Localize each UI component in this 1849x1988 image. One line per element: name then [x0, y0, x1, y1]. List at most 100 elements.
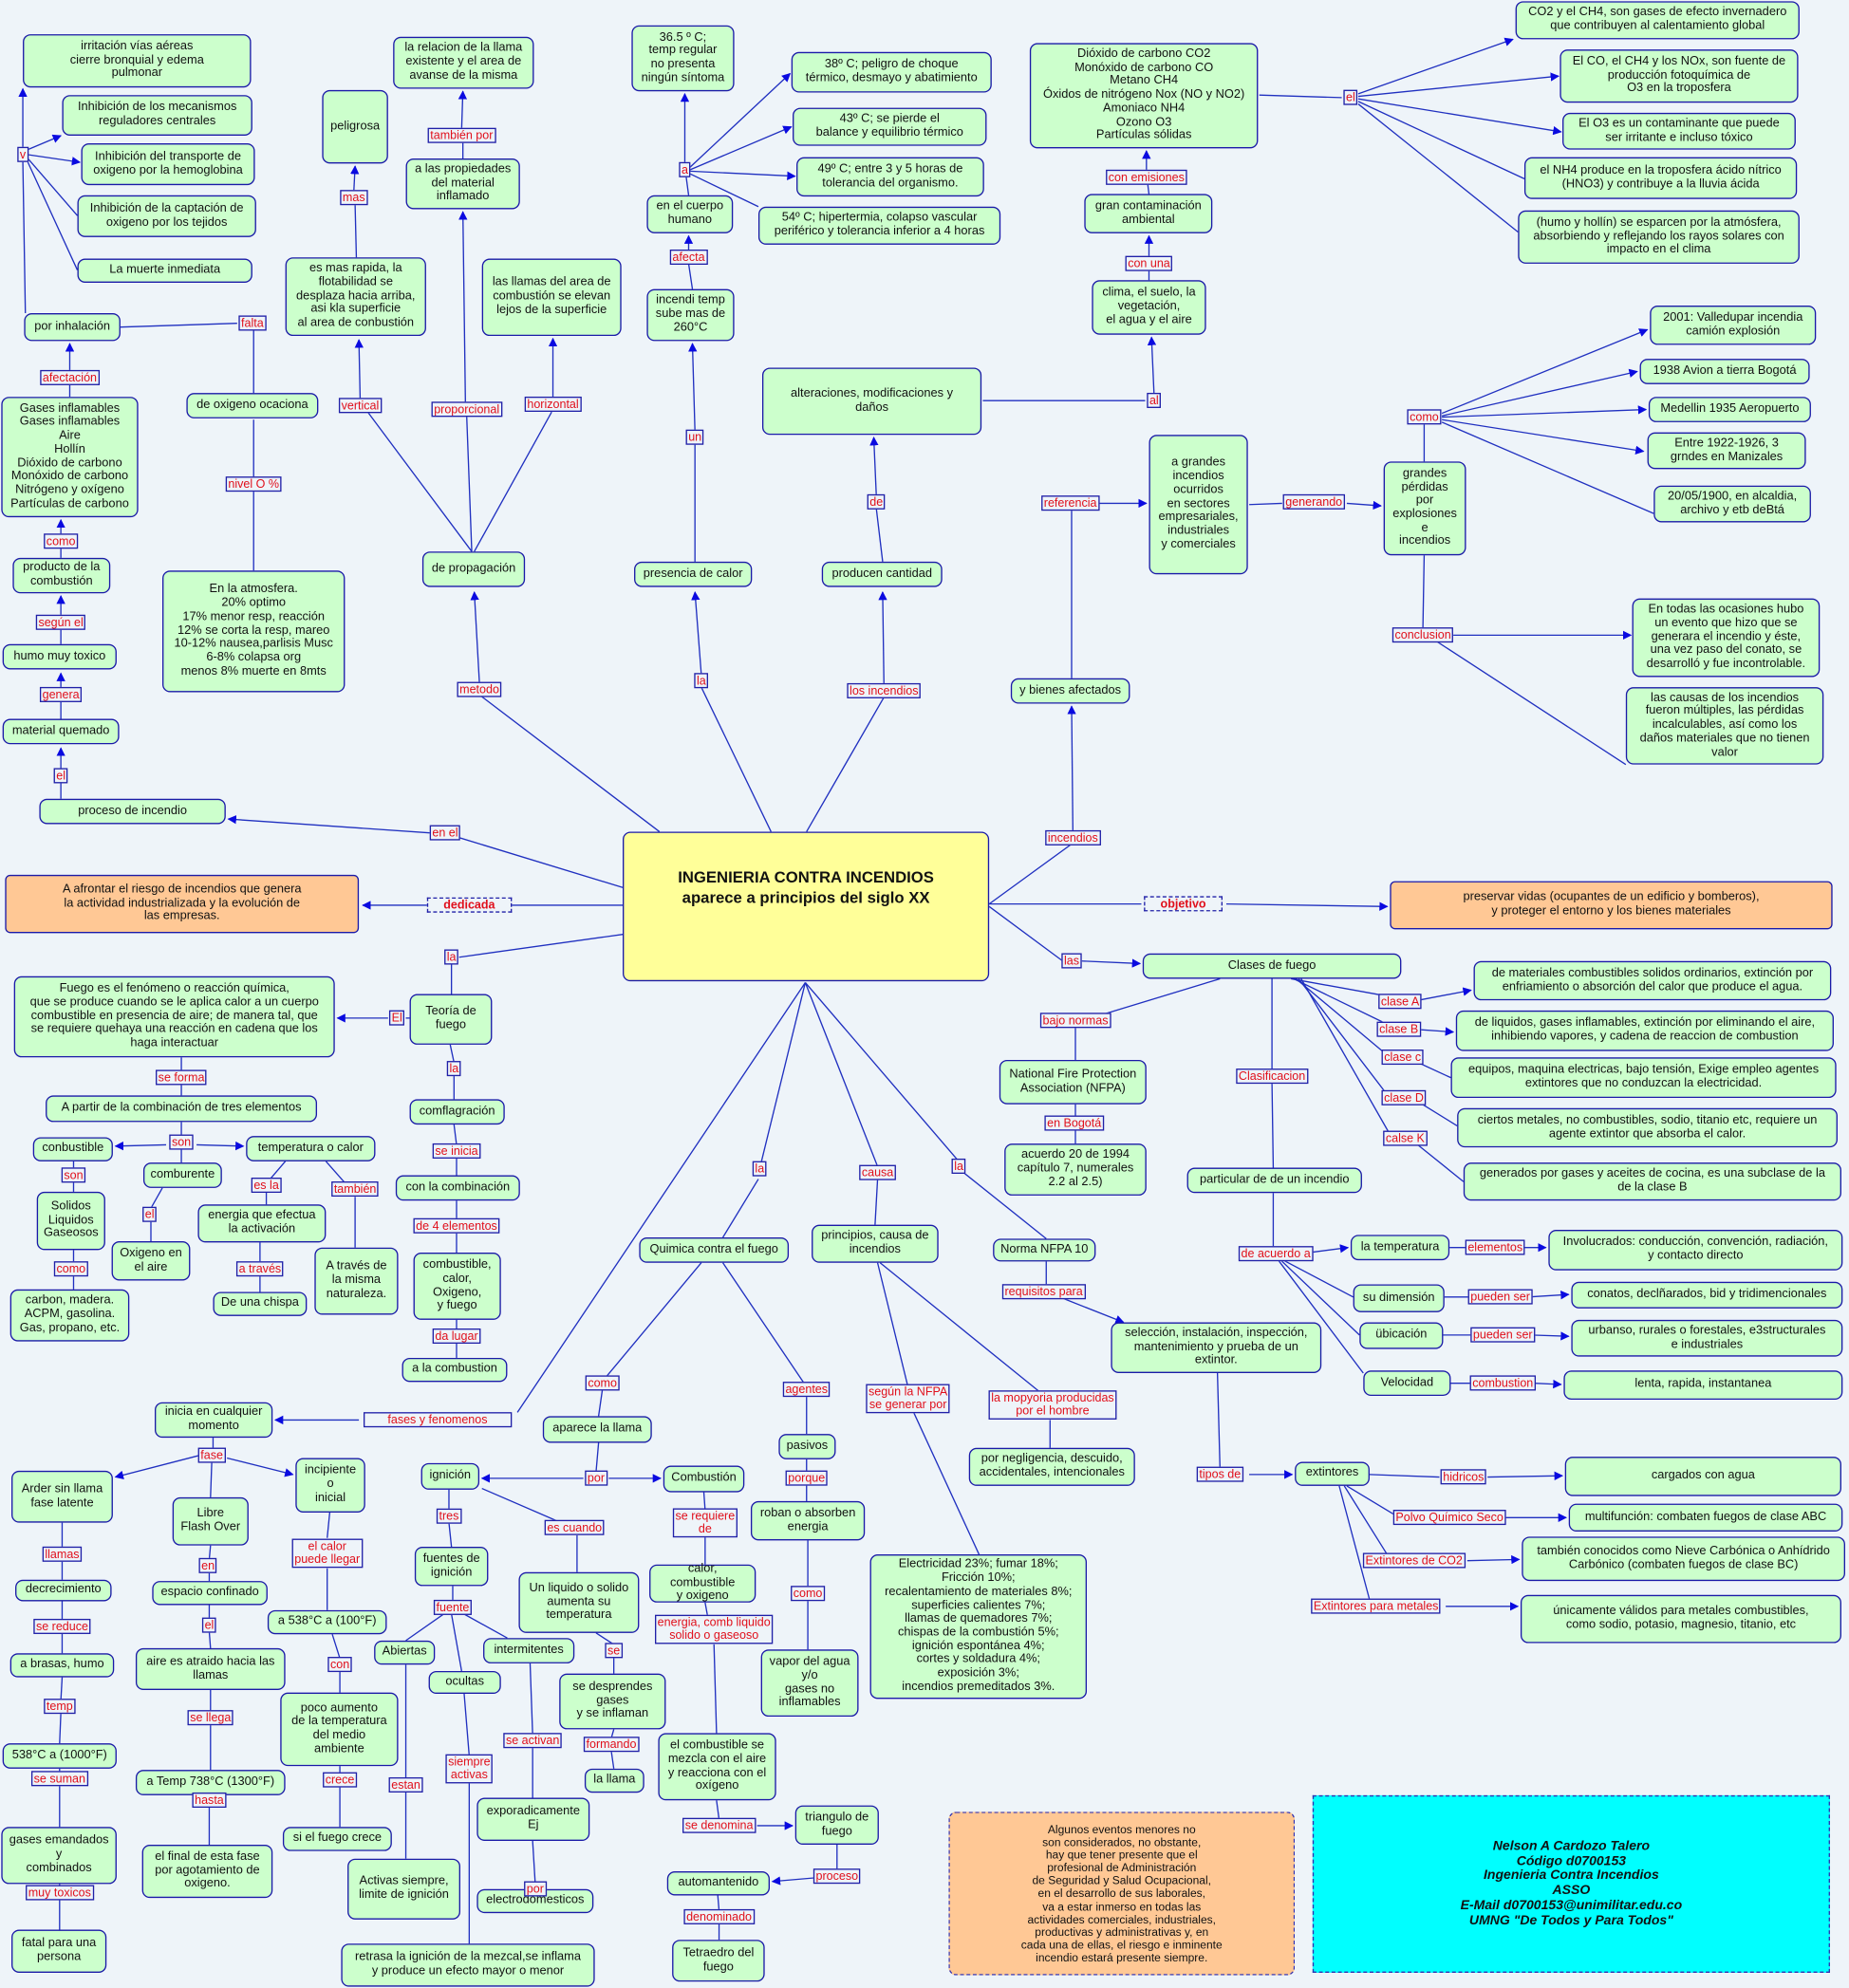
concept-node[interactable]: Norma NFPA 10: [993, 1238, 1096, 1262]
link-label[interactable]: de: [867, 493, 886, 511]
concept-node[interactable]: y bienes afectados: [1010, 678, 1130, 704]
concept-node[interactable]: Activas siempre, limite de ignición: [347, 1858, 460, 1920]
link-label[interactable]: proporcional: [431, 401, 502, 418]
concept-node[interactable]: En la atmosfera. 20% optimo 17% menor re…: [162, 570, 346, 693]
link-label[interactable]: nivel O %: [225, 476, 282, 492]
link-label[interactable]: Extintores de CO2: [1362, 1552, 1466, 1569]
concept-node[interactable]: incipiente o inicial: [295, 1458, 365, 1513]
concept-node[interactable]: de materiales combustibles solidos ordin…: [1473, 960, 1832, 1001]
concept-node[interactable]: comflagración: [409, 1099, 505, 1125]
author-info-box[interactable]: Nelson A Cardozo Talero Código d0700153 …: [1312, 1794, 1830, 1973]
concept-node[interactable]: las causas de los incendios fueron múlti…: [1625, 687, 1824, 765]
concept-node[interactable]: extintores: [1295, 1461, 1370, 1486]
link-label[interactable]: a través: [235, 1261, 284, 1277]
link-label[interactable]: proceso: [812, 1868, 861, 1885]
concept-node[interactable]: espacio confinado: [152, 1581, 268, 1606]
link-label[interactable]: siempre activas: [445, 1754, 494, 1783]
concept-node[interactable]: 20/05/1900, en alcaldia, archivo y etb d…: [1653, 485, 1811, 523]
concept-node[interactable]: Entre 1922-1926, 3 grndes en Manizales: [1647, 432, 1806, 470]
concept-node[interactable]: El CO, el CH4 y los NOx, son fuente de p…: [1560, 49, 1799, 103]
concept-node[interactable]: en el cuerpo humano: [646, 195, 734, 233]
concept-node[interactable]: si el fuego crece: [282, 1827, 392, 1851]
link-label[interactable]: la: [752, 1161, 767, 1178]
concept-node[interactable]: Libre Flash Over: [172, 1496, 249, 1546]
concept-node[interactable]: gases emandados y combinados: [1, 1827, 117, 1885]
concept-node[interactable]: intermitentes: [483, 1638, 575, 1663]
concept-node[interactable]: equipos, maquina electricas, bajo tensió…: [1450, 1057, 1837, 1099]
concept-node[interactable]: el final de esta fase por agotamiento de…: [141, 1844, 273, 1899]
concept-node[interactable]: Oxigeno en el aire: [111, 1241, 191, 1281]
concept-node[interactable]: proceso de incendio: [39, 798, 226, 825]
link-label[interactable]: Polvo Químico Seco: [1392, 1510, 1506, 1526]
concept-node[interactable]: por negligencia, descuido, accidentales,…: [968, 1447, 1135, 1486]
link-label[interactable]: temp: [44, 1699, 76, 1715]
link-label[interactable]: dedicada: [426, 897, 512, 914]
link-label[interactable]: requisitos para: [1001, 1284, 1086, 1300]
concept-node[interactable]: 1938 Avion a tierra Bogotá: [1639, 359, 1810, 384]
concept-node[interactable]: las llamas del area de combustión se ele…: [481, 258, 622, 337]
concept-node[interactable]: triangulo de fuego: [794, 1805, 879, 1845]
link-label[interactable]: como: [791, 1586, 826, 1602]
concept-node[interactable]: Medellin 1935 Aeropuerto: [1648, 397, 1811, 422]
concept-node[interactable]: producen cantidad: [821, 561, 943, 587]
concept-node[interactable]: la llama: [584, 1768, 644, 1793]
concept-node[interactable]: vapor del agua y/o gases no inflamables: [760, 1649, 859, 1718]
concept-node[interactable]: En todas las ocasiones hubo un evento qu…: [1632, 598, 1821, 678]
concept-node[interactable]: inicia en cualquier momento: [155, 1402, 273, 1439]
concept-node[interactable]: humo muy toxico: [2, 643, 117, 670]
concept-node[interactable]: a grandes incendios ocurridos en sectore…: [1149, 435, 1248, 575]
concept-node[interactable]: 36.5 º C; temp regular no presenta ningú…: [631, 25, 735, 92]
link-label[interactable]: un: [685, 429, 704, 446]
concept-node[interactable]: poco aumento de la temperatura del medio…: [280, 1692, 399, 1767]
concept-node[interactable]: Combustión: [663, 1465, 745, 1493]
link-label[interactable]: conclusion: [1391, 627, 1454, 643]
link-label[interactable]: por: [585, 1470, 607, 1487]
concept-node[interactable]: Dióxido de carbono CO2 Monóxido de carbo…: [1029, 43, 1259, 149]
concept-node[interactable]: (humo y hollín) se esparcen por la atmós…: [1518, 210, 1800, 264]
concept-node[interactable]: irritación vías aéreas cierre bronquial …: [23, 34, 252, 88]
concept-node[interactable]: aire es atraido hacia las llamas: [135, 1647, 286, 1690]
link-label[interactable]: de acuerdo a: [1238, 1246, 1314, 1262]
concept-node[interactable]: su dimensión: [1353, 1284, 1445, 1312]
concept-node[interactable]: De una chispa: [213, 1291, 308, 1316]
concept-node[interactable]: Tetraedro del fuego: [672, 1940, 765, 1982]
link-label[interactable]: tres: [436, 1508, 462, 1525]
link-label[interactable]: según la NFPA se generar por: [866, 1384, 950, 1413]
link-label[interactable]: se llega: [187, 1710, 234, 1726]
concept-node[interactable]: fatal para una persona: [11, 1929, 107, 1973]
concept-node[interactable]: a 538°C a (100°F): [267, 1609, 387, 1635]
concept-node[interactable]: Involucrados: conducción, convención, ra…: [1548, 1229, 1843, 1271]
concept-node[interactable]: particular de de un incendio: [1186, 1167, 1362, 1194]
concept-node[interactable]: lenta, rapida, instantanea: [1563, 1370, 1843, 1401]
concept-node[interactable]: cargados con agua: [1564, 1457, 1841, 1496]
concept-node[interactable]: fuentes de ignición: [414, 1547, 489, 1587]
link-label[interactable]: pueden ser: [1470, 1327, 1536, 1344]
concept-node[interactable]: 538°C a (1000°F): [2, 1743, 117, 1769]
concept-node[interactable]: por inhalación: [24, 313, 121, 342]
link-label[interactable]: fase: [197, 1447, 226, 1464]
link-label[interactable]: clase A: [1378, 994, 1422, 1010]
concept-node[interactable]: con la combinación: [395, 1175, 520, 1201]
concept-node[interactable]: también conocidos como Nieve Carbónica o…: [1522, 1536, 1845, 1582]
central-topic[interactable]: INGENIERIA CONTRA INCENDIOS aparece a pr…: [623, 831, 990, 982]
link-label[interactable]: El: [388, 1010, 405, 1027]
concept-node[interactable]: übicación: [1359, 1322, 1444, 1349]
concept-node[interactable]: Inhibición de la captación de oxigeno po…: [77, 195, 256, 237]
concept-node[interactable]: incendi temp sube mas de 260°C: [646, 288, 735, 342]
concept-node[interactable]: Inhibición de los mecanismos reguladores…: [62, 95, 252, 136]
concept-node[interactable]: de oxigeno ocaciona: [186, 393, 319, 418]
link-label[interactable]: se reduce: [33, 1618, 91, 1635]
link-label[interactable]: la: [694, 673, 709, 689]
link-label[interactable]: combustion: [1469, 1375, 1536, 1391]
link-label[interactable]: tipos de: [1196, 1466, 1243, 1483]
concept-node[interactable]: energia que efectua la activación: [197, 1204, 327, 1243]
link-label[interactable]: el calor puede llegar: [291, 1538, 363, 1568]
link-label[interactable]: es la: [251, 1177, 282, 1194]
link-label[interactable]: denominado: [683, 1908, 755, 1925]
concept-node[interactable]: es mas rapida, la flotabilidad se despla…: [285, 257, 426, 337]
link-label[interactable]: mas: [340, 190, 368, 206]
concept-node[interactable]: se desprendes gases y se inflaman: [559, 1673, 666, 1730]
concept-node[interactable]: de propagación: [421, 551, 526, 587]
concept-node[interactable]: clima, el suelo, la vegetación, el agua …: [1092, 280, 1206, 335]
link-label[interactable]: con una: [1125, 255, 1173, 272]
